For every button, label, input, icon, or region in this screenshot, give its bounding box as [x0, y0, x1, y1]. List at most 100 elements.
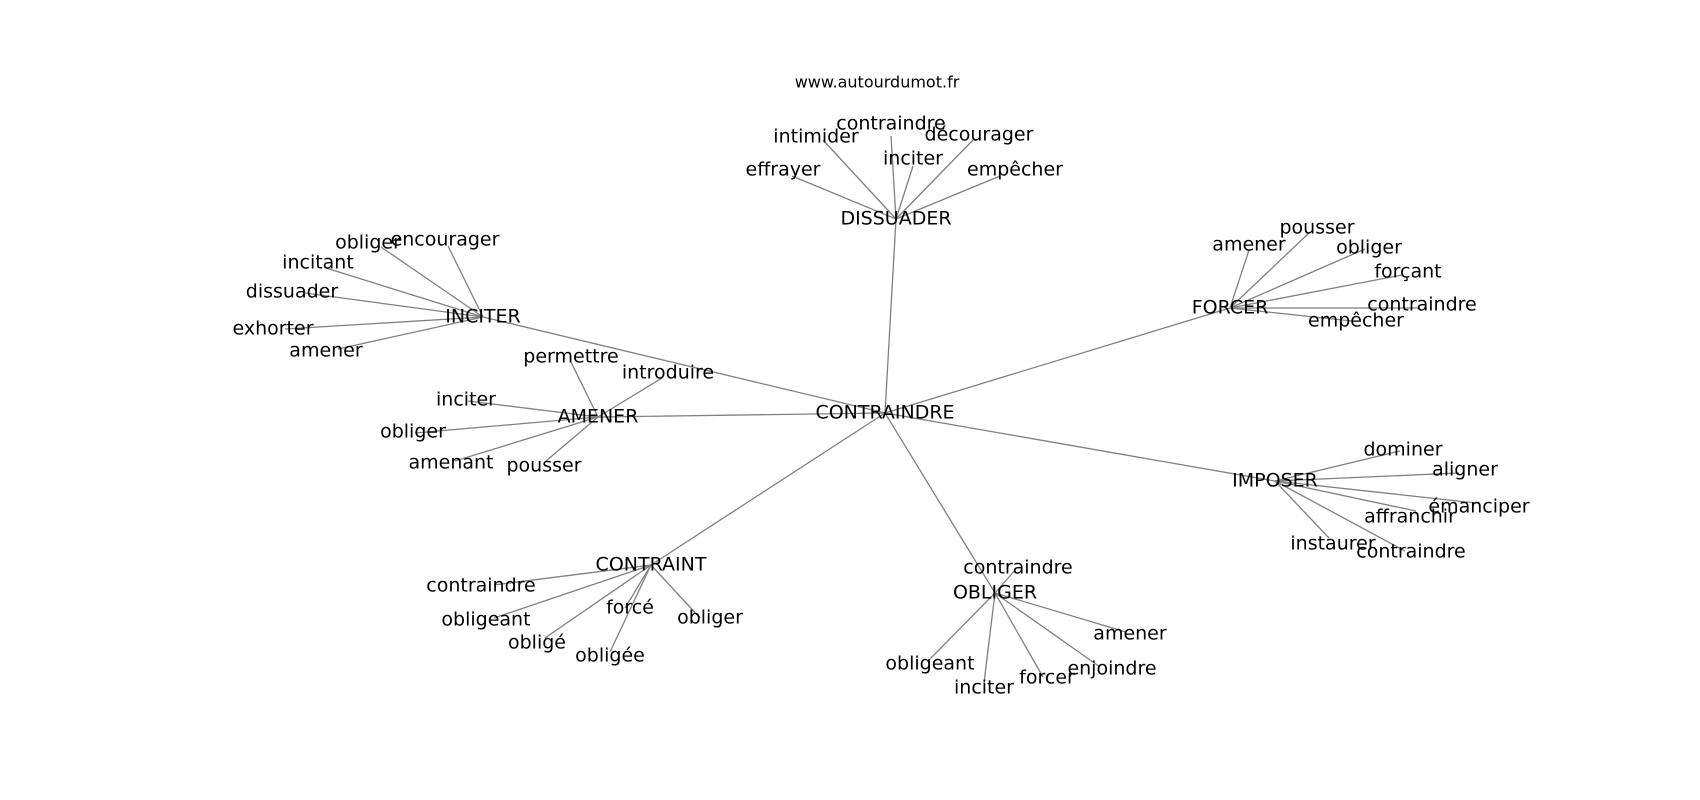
leaf-node-amener-inciter: inciter	[436, 389, 496, 411]
leaf-node-contraint-oblige: obligé	[508, 632, 566, 654]
edge-obliger-inciter	[983, 592, 996, 684]
leaf-node-forcer-amener: amener	[1212, 234, 1286, 256]
center-node-label: CONTRAINDRE	[815, 402, 954, 424]
edge-amener-inciter	[467, 400, 599, 418]
edge-center-forcer	[884, 307, 1231, 414]
hub-node-contraint: CONTRAINT	[596, 554, 707, 576]
edge-forcer-empecher	[1229, 307, 1353, 322]
leaf-node-obliger-inciter: inciter	[954, 677, 1014, 699]
leaf-node-imposer-instaurer: instaurer	[1290, 533, 1375, 555]
leaf-node-forcer-contraindre: contraindre	[1367, 294, 1476, 316]
leaf-node-inciter-amener: amener	[289, 340, 363, 362]
leaf-node-dissuader-effrayer: effrayer	[746, 159, 821, 181]
leaf-node-forcer-empecher: empêcher	[1308, 310, 1404, 332]
edge-imposer-affranchir	[1274, 480, 1417, 512]
leaf-node-dissuader-contraindre: contraindre	[836, 113, 945, 135]
edge-forcer-pousser	[1229, 231, 1311, 309]
edge-center-contraint	[650, 412, 886, 566]
leaf-node-imposer-dominer: dominer	[1363, 439, 1442, 461]
graph-edges	[284, 135, 1477, 684]
edge-inciter-obliger	[380, 246, 484, 318]
edge-contraint-force	[624, 564, 652, 609]
leaf-node-forcer-pousser: pousser	[1279, 217, 1354, 239]
edge-amener-amenant	[454, 416, 599, 462]
leaf-node-imposer-emanciper: émanciper	[1428, 496, 1529, 518]
leaf-node-amener-permettre: permettre	[523, 346, 618, 368]
hub-node-amener: AMENER	[558, 406, 639, 428]
edge-inciter-amener	[337, 316, 484, 350]
leaf-node-inciter-exhorter: exhorter	[232, 318, 313, 340]
edge-amener-pousser	[545, 416, 599, 462]
edge-center-inciter	[482, 316, 886, 414]
hub-node-dissuader: DISSUADER	[840, 208, 951, 230]
edge-contraint-contraindre	[493, 564, 652, 586]
leaf-node-amener-amenant: amenant	[408, 452, 493, 474]
leaf-node-dissuader-empecher: empêcher	[967, 159, 1063, 181]
source-website-label: www.autourdumot.fr	[795, 73, 960, 92]
leaf-node-amener-pousser: pousser	[506, 455, 581, 477]
leaf-node-dissuader-decourager: décourager	[925, 124, 1034, 146]
leaf-node-inciter-dissuader: dissuader	[246, 281, 339, 303]
edge-inciter-exhorter	[284, 316, 484, 330]
leaf-node-forcer-obliger: obliger	[1336, 237, 1402, 259]
edge-forcer-obliger	[1229, 248, 1366, 309]
edge-inciter-incitant	[325, 267, 484, 318]
edge-amener-introduire	[597, 377, 663, 418]
leaf-node-dissuader-inciter: inciter	[883, 148, 943, 170]
leaf-node-contraint-contraindre: contraindre	[426, 575, 535, 597]
edge-obliger-forcer	[994, 592, 1044, 678]
leaf-node-inciter-incitant: incitant	[282, 252, 354, 274]
edge-imposer-dominer	[1274, 450, 1401, 482]
leaf-node-imposer-contraindre: contraindre	[1356, 541, 1465, 563]
edge-obliger-enjoindre	[994, 592, 1101, 668]
leaf-node-amener-introduire: introduire	[622, 362, 714, 384]
leaf-node-inciter-obliger: obliger	[335, 232, 401, 254]
leaf-node-inciter-encourager: encourager	[391, 229, 500, 251]
edge-center-amener	[597, 412, 886, 418]
edge-contraint-obliger	[650, 564, 701, 619]
edge-center-imposer	[884, 412, 1276, 482]
edge-dissuader-inciter	[895, 165, 914, 220]
hub-node-obliger: OBLIGER	[953, 582, 1037, 604]
hub-node-forcer: FORCER	[1192, 297, 1269, 319]
leaf-node-imposer-affranchir: affranchir	[1364, 506, 1456, 528]
edge-obliger-obligeant	[929, 592, 996, 660]
leaf-node-obliger-forcer: forcer	[1019, 667, 1075, 689]
edge-center-dissuader	[884, 218, 897, 414]
edge-contraint-obligee	[609, 564, 652, 653]
leaf-node-imposer-aligner: aligner	[1432, 459, 1498, 481]
edge-dissuader-decourager	[895, 139, 974, 220]
edge-amener-permettre	[570, 361, 599, 418]
edge-imposer-instaurer	[1274, 480, 1330, 539]
edge-imposer-emanciper	[1274, 480, 1477, 504]
leaf-node-contraint-obliger: obliger	[677, 607, 743, 629]
edge-dissuader-intimider	[822, 139, 897, 220]
edge-dissuader-effrayer	[791, 175, 897, 220]
edge-dissuader-empecher	[895, 175, 1001, 220]
leaf-node-amener-obliger: obliger	[380, 421, 446, 443]
graph-labels: www.autourdumot.fr CONTRAINDRE DISSUADER c…	[232, 73, 1529, 699]
hub-node-inciter: INCITER	[445, 306, 521, 328]
edge-inciter-encourager	[447, 245, 484, 318]
edge-imposer-aligner	[1274, 472, 1460, 482]
leaf-node-contraint-force: forcé	[606, 597, 654, 619]
edge-imposer-contraindre	[1274, 480, 1406, 552]
leaf-node-obliger-contraindre: contraindre	[963, 557, 1072, 579]
leaf-node-obliger-enjoindre: enjoindre	[1067, 658, 1156, 680]
edge-forcer-amener	[1229, 249, 1250, 309]
edge-center-obliger	[884, 412, 996, 594]
edge-obliger-amener	[994, 592, 1127, 633]
edge-dissuader-contraindre	[890, 135, 897, 220]
edge-inciter-dissuader	[304, 292, 484, 318]
leaf-node-contraint-obligeant: obligeant	[441, 609, 530, 631]
edge-forcer-forcant	[1229, 274, 1403, 309]
edge-amener-obliger	[414, 416, 599, 434]
edge-contraint-oblige	[544, 564, 652, 639]
edge-obliger-contraindre	[994, 568, 1017, 594]
leaf-node-obliger-amener: amener	[1093, 623, 1167, 645]
leaf-node-contraint-obligee: obligée	[575, 645, 645, 667]
leaf-node-forcer-forcant: forçant	[1374, 261, 1441, 283]
edge-contraint-obligeant	[493, 564, 652, 619]
leaf-node-dissuader-intimider: intimider	[773, 126, 859, 148]
